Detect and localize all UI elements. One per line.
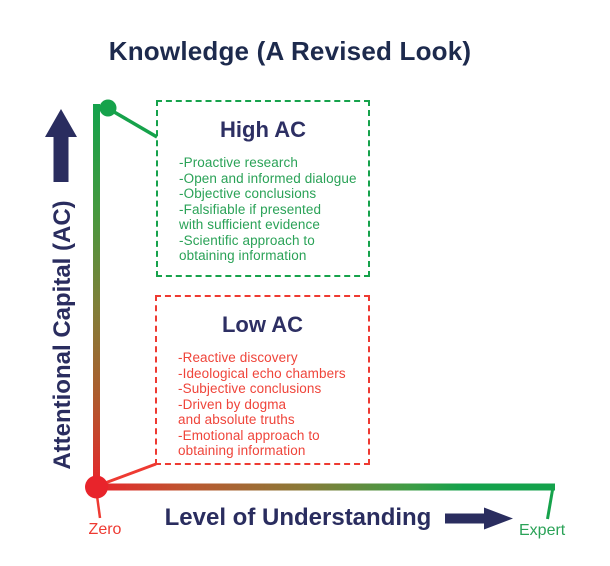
zero-axis-tick-label: Zero — [88, 521, 122, 538]
list-line: -Reactive discovery — [178, 350, 298, 365]
list-line: -Falsifiable if presented — [179, 201, 322, 217]
low-ac-heading: Low AC — [221, 312, 304, 337]
y-axis-gradient-line — [93, 104, 100, 488]
page-title: Knowledge (A Revised Look) — [108, 36, 472, 66]
low-ac-box: Low AC -Reactive discovery -Ideological … — [155, 295, 370, 465]
high-ac-marker-dot — [99, 99, 117, 117]
high-ac-list: -Proactive research -Open and informed d… — [158, 155, 368, 264]
list-line: -Scientific approach to — [179, 232, 315, 248]
high-ac-heading: High AC — [220, 117, 306, 142]
low-ac-list: -Reactive discovery -Ideological echo ch… — [157, 350, 368, 459]
expert-axis-tick-label: Expert — [519, 522, 566, 539]
high-ac-box: High AC -Proactive research -Open and in… — [156, 100, 370, 277]
list-line: obtaining information — [179, 248, 307, 263]
list-line: -Emotional approach to — [178, 427, 320, 443]
list-line: -Subjective conclusions — [178, 381, 322, 396]
list-line: -Open and informed dialogue — [179, 170, 357, 186]
list-line: and absolute truths — [178, 412, 295, 427]
list-line: -Ideological echo chambers — [178, 365, 346, 381]
list-line: -Objective conclusions — [179, 186, 317, 201]
x-axis-label: Level of Understanding — [164, 504, 432, 531]
y-axis-label: Attentional Capital (AC) — [49, 200, 76, 470]
list-line: -Proactive research — [179, 155, 298, 170]
right-arrow-icon — [445, 507, 513, 530]
high-ac-connector-line — [108, 107, 158, 139]
list-line: -Driven by dogma — [178, 396, 287, 412]
x-axis-gradient-line — [96, 483, 555, 491]
origin-zero-dot — [85, 475, 108, 499]
expert-tick-line — [546, 486, 555, 520]
list-line: with sufficient evidence — [179, 217, 320, 232]
up-arrow-icon — [45, 109, 77, 182]
list-line: obtaining information — [178, 443, 306, 458]
